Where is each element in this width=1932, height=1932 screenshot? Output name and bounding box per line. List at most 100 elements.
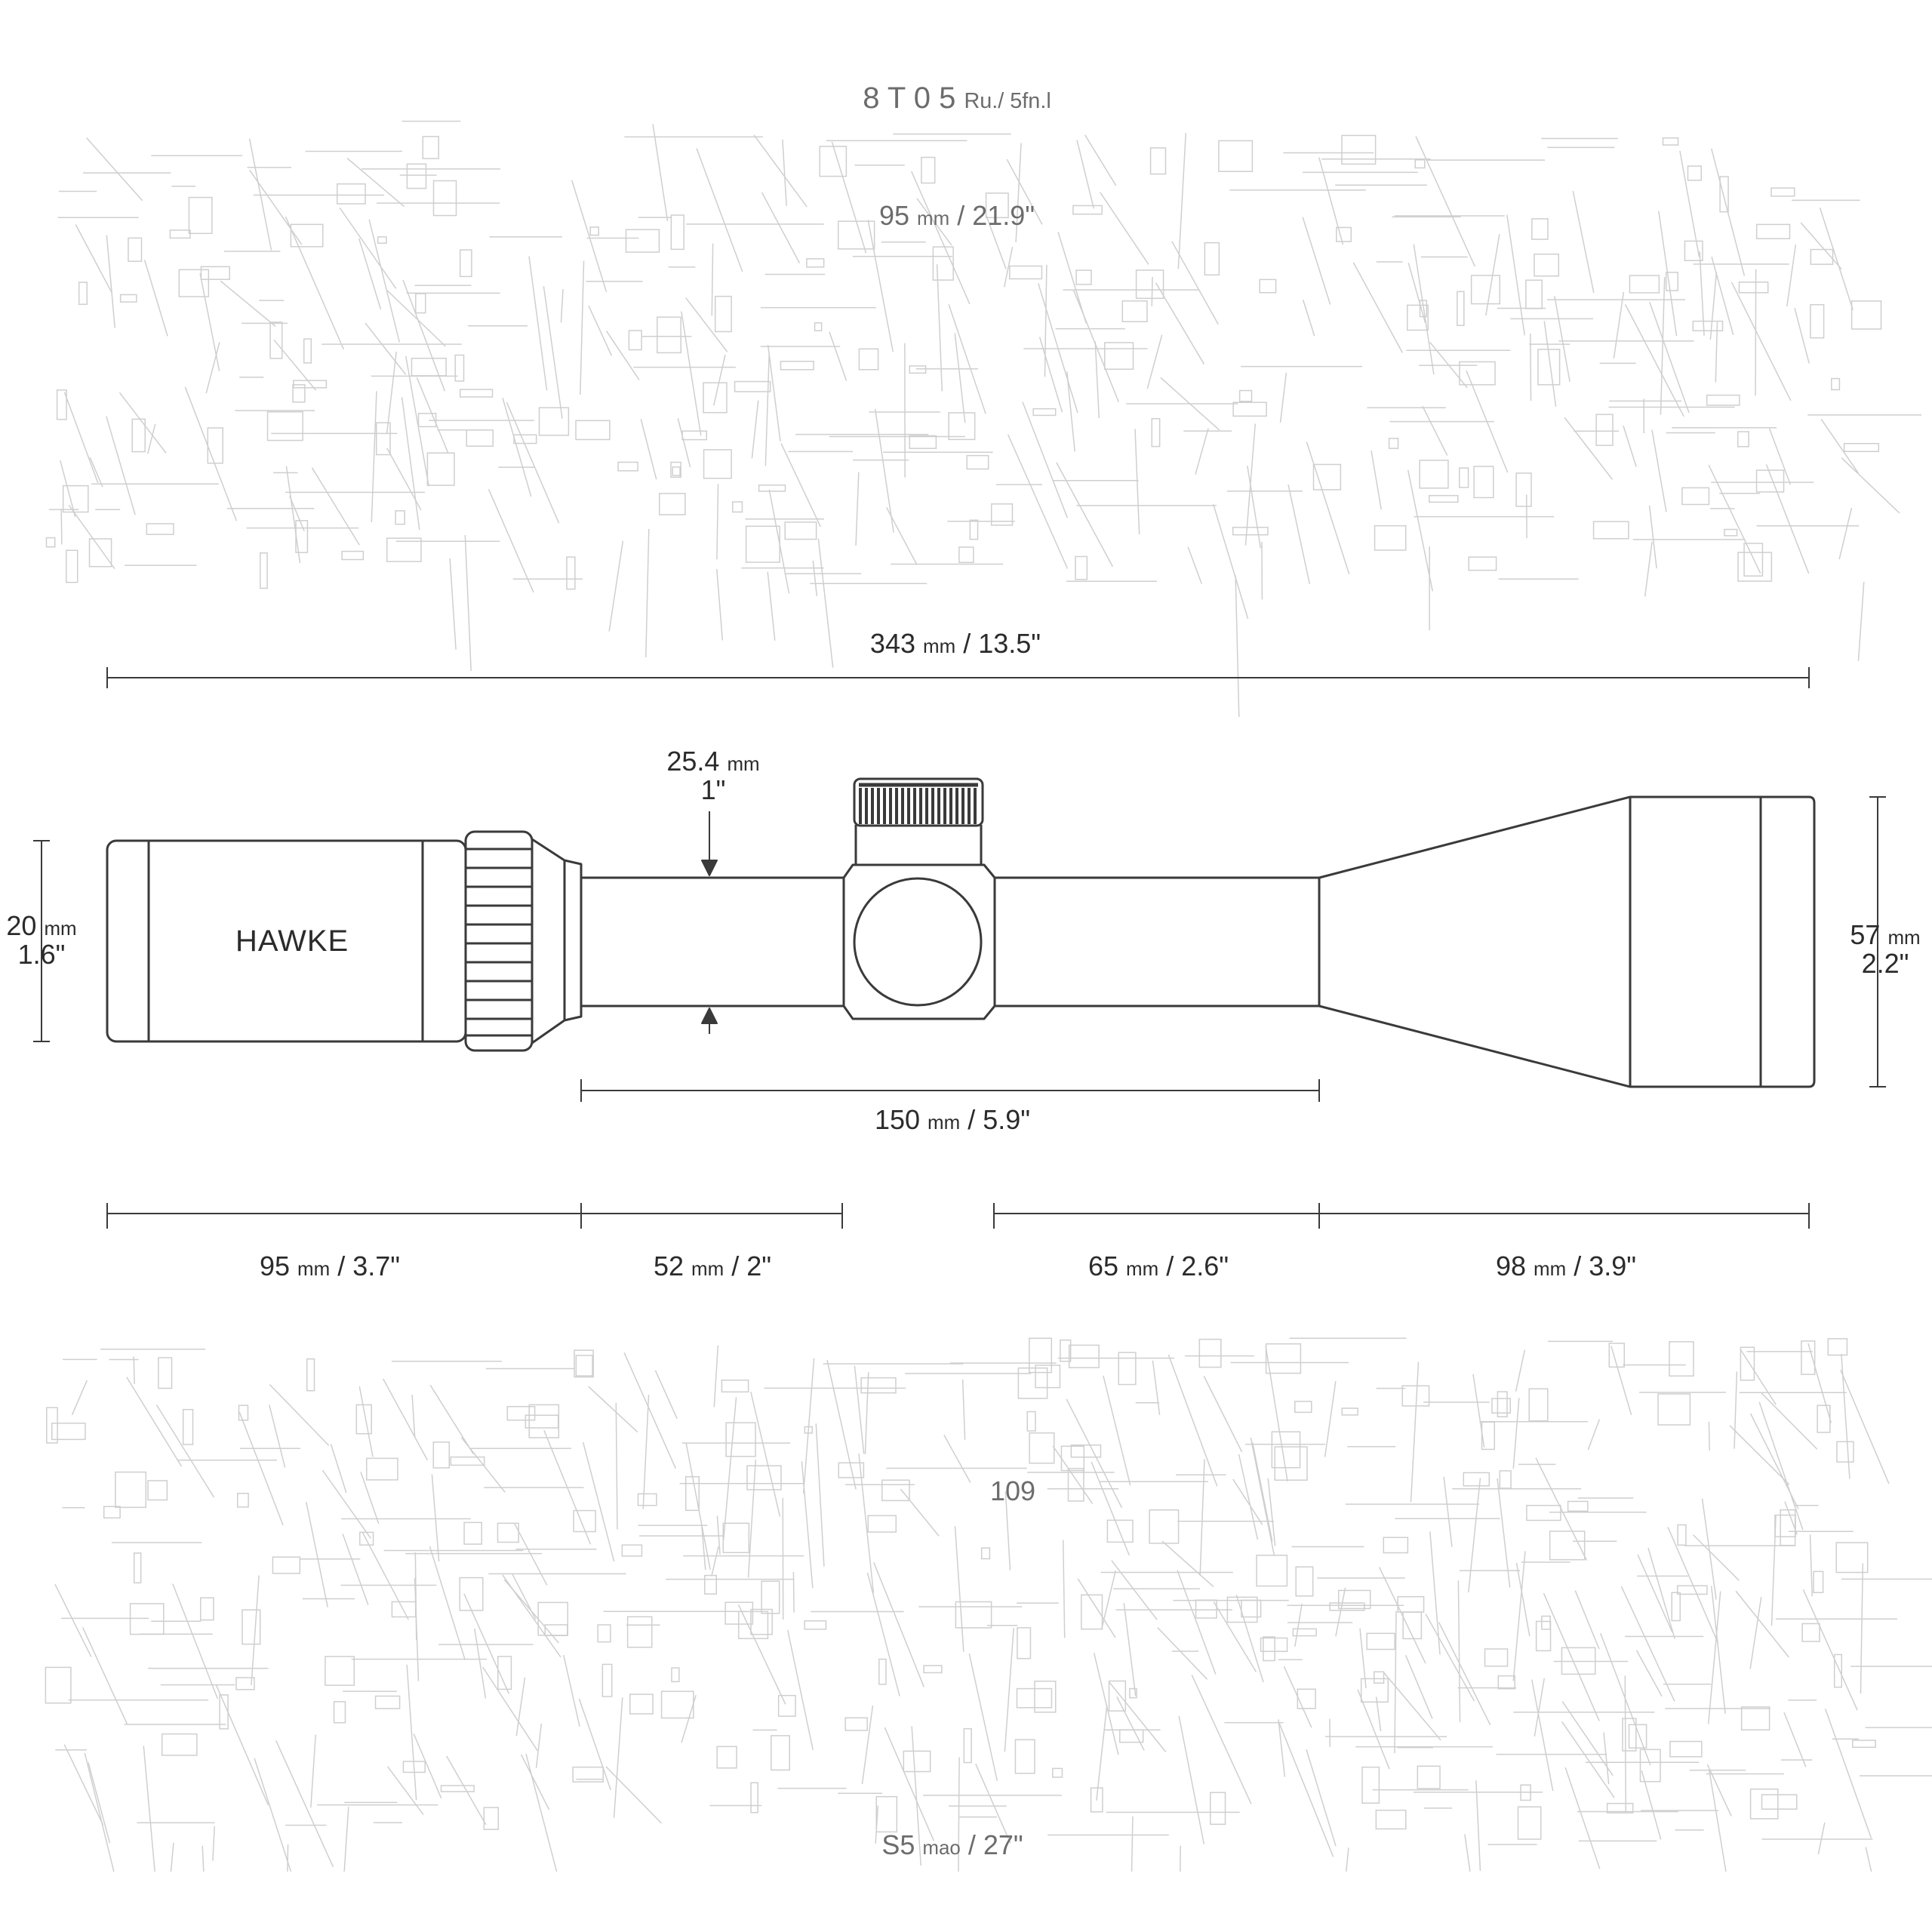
faded-drawing-stroke (681, 311, 702, 436)
faded-drawing-stroke (1274, 1446, 1308, 1481)
faded-drawing-stroke (963, 1727, 972, 1764)
faded-drawing-stroke (923, 1665, 943, 1674)
faded-drawing-stroke (303, 338, 312, 364)
faded-drawing-stroke (854, 1365, 865, 1454)
faded-drawing-stroke (1758, 1401, 1804, 1531)
faded-drawing-stroke (780, 361, 814, 371)
faded-drawing-stroke (608, 540, 624, 632)
faded-drawing-stroke (1066, 1398, 1123, 1509)
faded-drawing-stroke (1306, 1749, 1337, 1847)
faded-drawing-stroke (374, 1695, 401, 1709)
faded-drawing-stroke (1360, 1678, 1389, 1703)
faded-drawing-stroke (1466, 370, 1509, 473)
faded-drawing-stroke (1149, 147, 1167, 175)
faded-drawing-stroke (1841, 457, 1900, 514)
faded-drawing-stroke (626, 1616, 653, 1648)
faded-drawing-stroke (1407, 263, 1426, 323)
faded-drawing-stroke (670, 461, 681, 478)
faded-drawing-stroke (158, 1357, 173, 1389)
faded-drawing-stroke (1407, 304, 1429, 331)
faded-drawing-stroke (1292, 1628, 1317, 1637)
faded-drawing-stroke (422, 136, 439, 159)
faded-drawing-stroke (764, 354, 770, 466)
faded-drawing-stroke (1017, 1627, 1032, 1660)
faded-drawing-stroke (1470, 275, 1500, 305)
faded-drawing-stroke (1820, 419, 1859, 474)
faded-drawing-stroke (1068, 1344, 1100, 1368)
faded-drawing-stroke (1760, 1392, 1818, 1450)
faded-drawing-stroke (118, 392, 167, 454)
faded-drawing-stroke (1838, 507, 1853, 560)
faded-drawing-stroke (1679, 150, 1700, 257)
faded-drawing-stroke (1035, 1364, 1061, 1389)
faded-drawing-stroke (464, 535, 472, 672)
faded-drawing-stroke (1044, 264, 1048, 377)
faded-drawing-stroke (1429, 1531, 1441, 1655)
faded-drawing-stroke (84, 1752, 115, 1872)
faded-drawing-stroke (212, 1826, 215, 1861)
faded-drawing-stroke (1535, 1457, 1588, 1561)
faded-drawing-stroke (1749, 1596, 1762, 1669)
faded-drawing-stroke (801, 1461, 814, 1589)
faded-drawing-stroke (737, 1604, 786, 1705)
faded-drawing-stroke (1515, 1349, 1526, 1392)
faded-drawing-stroke (1009, 265, 1043, 280)
faded-drawing-stroke (916, 198, 952, 246)
faded-drawing-stroke (454, 354, 465, 382)
faded-drawing-stroke (1800, 222, 1842, 270)
faded-drawing-stroke (1198, 1338, 1222, 1368)
faded-drawing-stroke (413, 1733, 442, 1799)
faded-drawing-stroke (1213, 1601, 1257, 1672)
faded-drawing-stroke (155, 1404, 215, 1498)
faded-drawing-stroke (1336, 226, 1352, 242)
faded-drawing-stroke (958, 546, 974, 564)
faded-drawing-stroke (1081, 1594, 1103, 1630)
faded-drawing-stroke (463, 1593, 510, 1694)
faded-drawing-stroke (900, 1488, 940, 1537)
faded-drawing-stroke (66, 549, 78, 583)
faded-drawing-stroke (506, 1406, 536, 1421)
objective-diameter-label: 57 mm 2.2" (1850, 919, 1921, 979)
faded-drawing-stroke (188, 196, 213, 235)
faded-drawing-stroke (45, 1666, 72, 1704)
faded-drawing-stroke (1265, 1343, 1302, 1374)
faded-drawing-stroke (1564, 417, 1613, 480)
faded-drawing-stroke (1768, 428, 1792, 485)
faded-drawing-stroke (1443, 1476, 1453, 1547)
faded-drawing-stroke (497, 1656, 512, 1690)
faded-drawing-stroke (1824, 1708, 1872, 1838)
faded-drawing-stroke (275, 1740, 334, 1867)
faded-drawing-stroke (1499, 1470, 1512, 1489)
faded-drawing-stroke (514, 1523, 548, 1586)
faded-drawing-stroke (1051, 1767, 1063, 1778)
faded-drawing-stroke (703, 382, 728, 414)
faded-drawing-stroke (1425, 1614, 1475, 1702)
faded-drawing-stroke (391, 1601, 417, 1618)
faded-drawing-stroke (126, 1377, 183, 1467)
faded-drawing-stroke (804, 1620, 827, 1630)
faded-drawing-stroke (1851, 1740, 1876, 1748)
faded-drawing-stroke (346, 158, 405, 208)
faded-drawing-stroke (1318, 157, 1344, 245)
tube-diameter-label: 25.4 mm 1" (666, 746, 760, 805)
faded-drawing-stroke (696, 148, 743, 272)
faded-drawing-stroke (1554, 296, 1571, 383)
faded-drawing-stroke (792, 1571, 795, 1613)
faded-drawing-stroke (1383, 1672, 1441, 1741)
faded-drawing-stroke (640, 419, 657, 480)
faded-drawing-stroke (129, 1603, 165, 1635)
faded-drawing-stroke (1108, 1680, 1127, 1712)
faded-drawing-stroke (368, 219, 401, 343)
faded-drawing-stroke (1857, 581, 1865, 661)
faded-drawing-stroke (1366, 1632, 1395, 1651)
faded-drawing-stroke (1637, 1554, 1673, 1633)
faded-drawing-stroke (446, 1755, 487, 1826)
faded-drawing-stroke (588, 1386, 638, 1433)
segment-label-eyepiece: 95 mm / 3.7" (259, 1251, 401, 1281)
faded-drawing-stroke (1029, 1337, 1053, 1374)
faded-drawing-stroke (1060, 1339, 1072, 1362)
segment-label-rear-tube: 65 mm / 2.6" (1088, 1251, 1229, 1281)
faded-drawing-stroke (1238, 1454, 1259, 1540)
faded-technical-drawing-top (45, 120, 1922, 717)
faded-drawing-stroke (1629, 275, 1660, 294)
